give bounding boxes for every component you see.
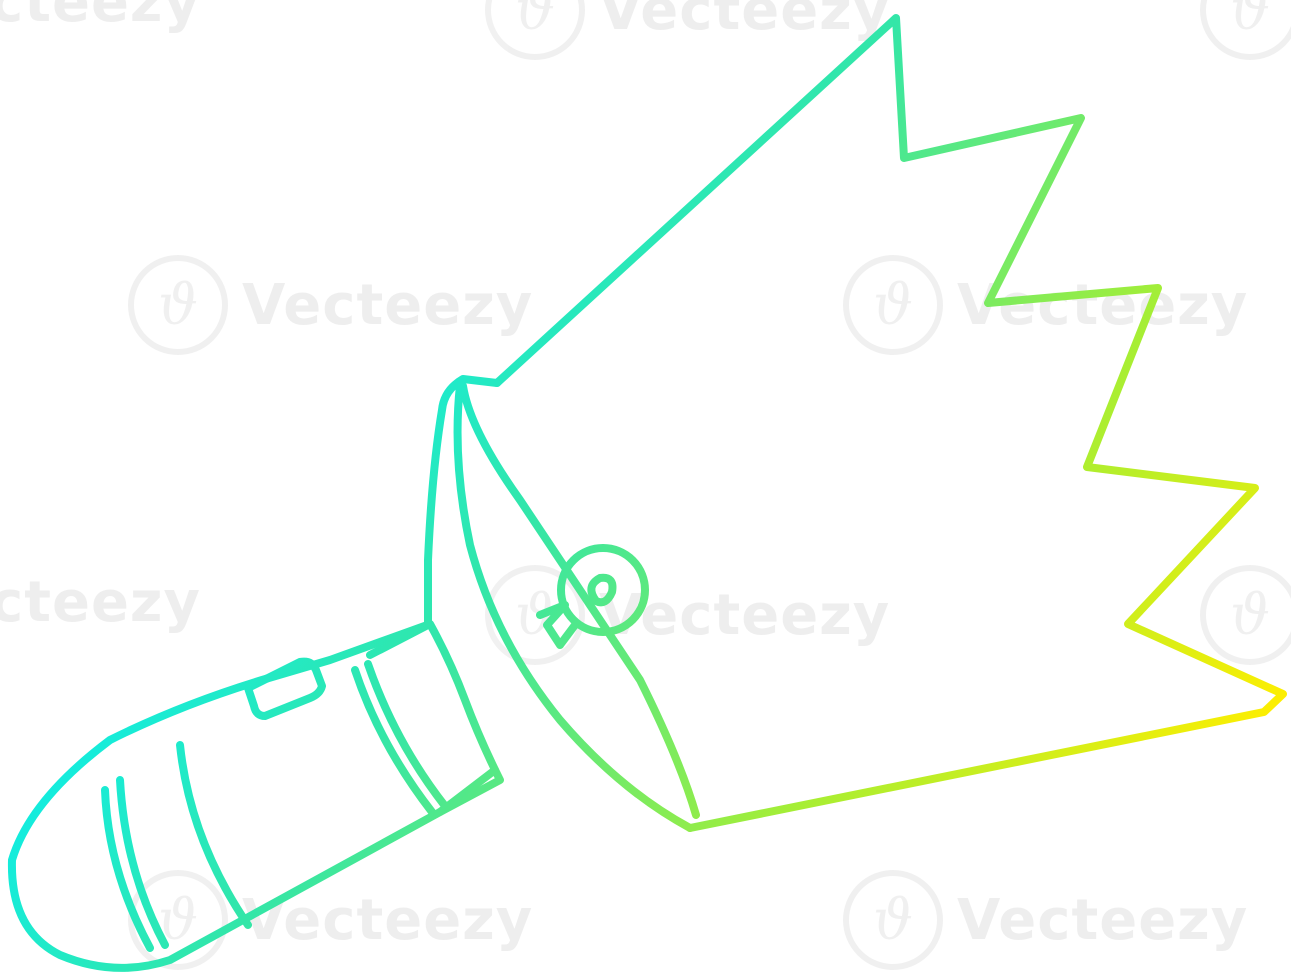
bulb-filament [587,573,617,607]
handle-body [7,620,504,972]
grip-ring [116,776,169,949]
bulb-icon [557,544,649,636]
switch-button [244,657,326,720]
light-beam [493,14,1287,832]
grip-ring [364,660,449,810]
bulb-socket [536,601,579,649]
grip-ring [101,786,154,952]
reflector-rim [459,382,700,819]
lamp-head-outer [424,375,501,629]
grip-ring [176,741,252,929]
grip-ring [351,666,436,816]
reflector-inner [453,381,694,832]
